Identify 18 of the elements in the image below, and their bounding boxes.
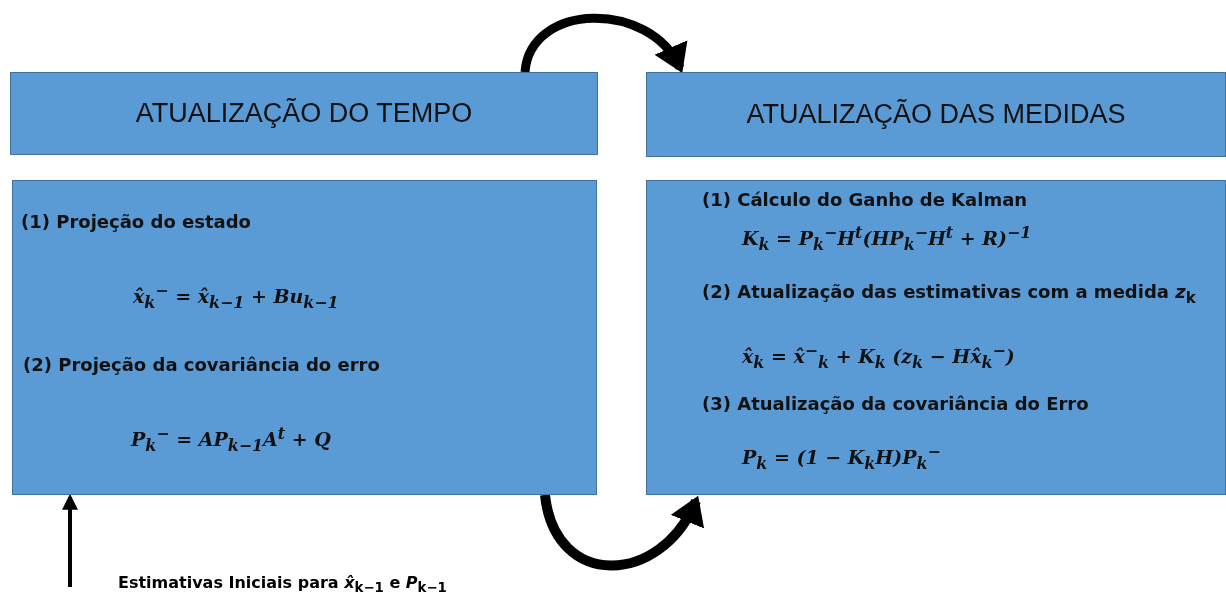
curved-arrow: [540, 494, 702, 571]
formula: x̂$_{k}$$^{−}$ = x̂$_{k−1}$ + Bu$_{k−1}$: [133, 281, 339, 313]
formula: x̂$_{k}$ = x̂$^{−}$$_{k}$ + K$_{k}$ (z$_{k}$ − Hx̂$_{k}$$^{−}$): [742, 341, 1015, 373]
formula: K$_{k}$ = P$_{k}$$^{−}$H$^{t}$(HP$_{k}$$^{−}$H$^{t}$ + R)$^{−1}$: [742, 223, 1032, 255]
step-heading: (1) Projeção do estado: [21, 211, 251, 232]
step-heading: (2) Atualização das estimativas com a medida z$_{k}$: [702, 280, 1197, 309]
note-text: Estimativas Iniciais para x̂$_{k−1}$ e P$_{k−1}$: [118, 573, 538, 601]
section-title: ATUALIZAÇÃO DO TEMPO: [135, 98, 473, 129]
header-box: [10, 72, 598, 155]
step-heading: (1) Cálculo do Ganho de Kalman: [702, 189, 1028, 210]
content-box: [12, 180, 597, 495]
content-box: [646, 180, 1226, 495]
formula: P$_{k}$$^{−}$ = AP$_{k−1}$A$^{t}$ + Q: [131, 424, 331, 456]
step-heading: (2) Projeção da covariância do erro: [23, 354, 380, 375]
step-heading: (3) Atualização da covariância do Erro: [702, 393, 1089, 414]
header-box: [646, 72, 1226, 157]
section-title: ATUALIZAÇÃO DAS MEDIDAS: [746, 99, 1126, 130]
arrow: [62, 493, 78, 587]
